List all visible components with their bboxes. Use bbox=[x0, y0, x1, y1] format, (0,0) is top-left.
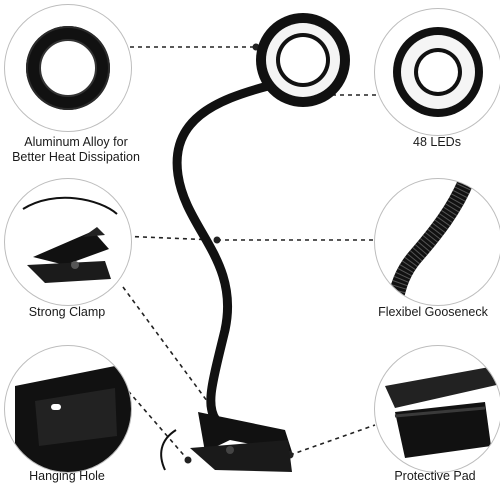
lamp-gooseneck bbox=[172, 81, 273, 425]
ring-back-icon bbox=[26, 26, 110, 110]
callout-gooseneck bbox=[374, 178, 500, 306]
protective-pad-icon bbox=[385, 366, 500, 458]
label-aluminum-alloy: Aluminum Alloy for Better Heat Dissipati… bbox=[0, 135, 152, 165]
callout-aluminum-alloy bbox=[4, 4, 132, 132]
callout-48-leds bbox=[374, 8, 500, 136]
label-hanging-hole: Hanging Hole bbox=[29, 469, 105, 483]
gooseneck-icon bbox=[387, 179, 475, 305]
callout-protective-pad bbox=[374, 345, 500, 473]
label-strong-clamp: Strong Clamp bbox=[28, 305, 106, 319]
label-aluminum-alloy-line2: Better Heat Dissipation bbox=[12, 150, 140, 164]
ring-led-icon bbox=[393, 27, 483, 117]
label-48-leds: 48 LEDs bbox=[413, 135, 461, 149]
label-protective-pad: Protective Pad bbox=[394, 469, 476, 483]
lamp-clamp bbox=[160, 412, 292, 472]
callout-strong-clamp bbox=[4, 178, 132, 306]
label-gooseneck: Flexibel Gooseneck bbox=[378, 305, 488, 319]
label-aluminum-alloy-line1: Aluminum Alloy for bbox=[24, 135, 128, 149]
callout-hanging-hole bbox=[4, 345, 132, 473]
clamp-icon bbox=[22, 196, 118, 283]
hanging-hole-icon bbox=[15, 366, 131, 472]
